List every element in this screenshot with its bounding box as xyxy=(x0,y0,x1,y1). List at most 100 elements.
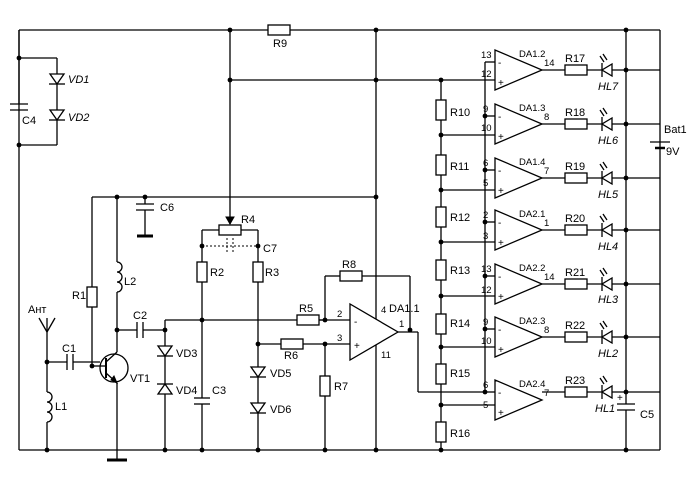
vt1-label: VT1 xyxy=(130,373,150,385)
led-supply-bus xyxy=(623,27,629,404)
vt1-transistor: VT1 xyxy=(99,351,150,462)
r10-label: R10 xyxy=(450,107,470,119)
hl1-label: HL1 xyxy=(595,403,615,415)
l1-label: L1 xyxy=(55,401,67,413)
da13-pin-minus: 9 xyxy=(483,104,488,115)
c6-label: C6 xyxy=(160,202,174,214)
vd5-label: VD5 xyxy=(270,368,291,380)
da14-pin-plus: 5 xyxy=(483,178,488,189)
r1-label: R1 xyxy=(72,290,86,302)
c2-capacitor: C2 xyxy=(114,310,165,338)
r4-label: R4 xyxy=(241,214,255,226)
r9-label: R9 xyxy=(273,38,287,50)
c1-label: C1 xyxy=(62,343,76,355)
da11-plus-sign: + xyxy=(354,341,360,352)
hl3-label: HL3 xyxy=(598,294,619,306)
r7-resistor: R7 xyxy=(319,344,348,450)
r12-label: R12 xyxy=(450,212,470,224)
da12-pin-out: 14 xyxy=(544,58,555,69)
c5-plus: + xyxy=(617,393,623,404)
r3-label: R3 xyxy=(265,267,279,279)
da13-minus: - xyxy=(498,112,501,123)
x376-bus xyxy=(373,27,379,450)
da21-pin-plus: 3 xyxy=(483,231,488,242)
da21-pin-out: 1 xyxy=(544,218,549,229)
r8-resistor: R8 xyxy=(324,259,411,330)
c4-label: C4 xyxy=(22,115,36,127)
comparator-da13: - + 9 10 8 DA1.3 xyxy=(481,103,549,145)
da23-pin-out: 8 xyxy=(544,325,549,336)
comparator-da24: - + 6 5 7 DA2.4 xyxy=(483,379,549,421)
da13-plus: + xyxy=(498,132,504,143)
da22-minus: - xyxy=(498,272,501,283)
c6-capacitor: C6 xyxy=(136,197,174,238)
comparator-da14: - + 6 5 7 DA1.4 xyxy=(483,157,549,199)
vd1-vd2-branch: VD1 VD2 xyxy=(16,55,89,148)
da21-plus: + xyxy=(498,238,504,249)
c5-capacitor: + C5 xyxy=(617,393,654,453)
da21-minus: - xyxy=(498,218,501,229)
r17-label: R17 xyxy=(565,53,585,65)
da12-plus: + xyxy=(498,78,504,89)
r4-potentiometer: R4 xyxy=(202,214,258,236)
da14-minus: - xyxy=(498,166,501,177)
da21-pin-minus: 2 xyxy=(483,210,488,221)
c7-label: C7 xyxy=(263,243,277,255)
c5-label: C5 xyxy=(640,409,654,421)
da23-pin-plus: 10 xyxy=(481,336,492,347)
r15-label: R15 xyxy=(450,368,470,380)
vd6-label: VD6 xyxy=(270,404,291,416)
c3-label: C3 xyxy=(212,385,226,397)
da23-pin-minus: 9 xyxy=(483,317,488,328)
da24-plus: + xyxy=(498,408,504,419)
da14-plus: + xyxy=(498,186,504,197)
r5-resistor: R5 xyxy=(296,303,350,326)
r14-label: R14 xyxy=(450,318,470,330)
da13-pin-plus: 10 xyxy=(481,123,492,134)
da11-pin1: 1 xyxy=(399,319,404,330)
c2-label: C2 xyxy=(133,310,147,322)
antenna-label: Ант xyxy=(28,304,46,316)
da14-pin-minus: 6 xyxy=(483,158,488,169)
feed-line-y197 xyxy=(92,194,376,200)
hl6-label: HL6 xyxy=(598,135,619,147)
da24-minus: - xyxy=(498,388,501,399)
battery-label: Bat1 xyxy=(664,124,687,136)
comparator-da21: - + 2 3 1 DA2.1 xyxy=(483,209,549,251)
r20-label: R20 xyxy=(565,213,585,225)
da23-plus: + xyxy=(498,345,504,356)
r19-label: R19 xyxy=(565,161,585,173)
hl5-label: HL5 xyxy=(598,189,619,201)
l2-label: L2 xyxy=(124,276,136,288)
da24-pin-out: 7 xyxy=(544,388,549,399)
r2-label: R2 xyxy=(210,267,224,279)
da14-pin-out: 7 xyxy=(544,166,549,177)
da12-pin-plus: 12 xyxy=(481,69,492,80)
comparator-da12: - + 13 12 14 DA1.2 xyxy=(481,49,555,91)
r18-label: R18 xyxy=(565,107,585,119)
c3-capacitor: C3 xyxy=(194,385,226,450)
da22-pin-plus: 12 xyxy=(481,285,492,296)
da12-label: DA1.2 xyxy=(519,49,545,60)
signal-bus xyxy=(482,61,495,395)
r21-label: R21 xyxy=(565,267,585,279)
vd2-label: VD2 xyxy=(68,112,89,124)
r6-label: R6 xyxy=(284,350,298,362)
r8-label: R8 xyxy=(342,259,356,271)
da24-pin-minus: 6 xyxy=(483,380,488,391)
hl4-label: HL4 xyxy=(598,241,618,253)
comparator-da22: - + 13 12 14 DA2.2 xyxy=(481,263,555,305)
da12-minus: - xyxy=(498,58,501,69)
da11-opamp: - + 2 3 4 11 1 DA1.1 xyxy=(337,302,485,393)
vd4-label: VD4 xyxy=(176,385,197,397)
da11-pin11: 11 xyxy=(381,350,391,361)
da22-pin-minus: 13 xyxy=(481,264,492,275)
output-stage: R17 R18 R19 R20 R21 R22 R23 HL7 HL6 HL5 … xyxy=(542,53,660,415)
comparator-da23: - + 9 10 8 DA2.3 xyxy=(481,316,549,358)
vd1-label: VD1 xyxy=(68,74,89,86)
da11-label: DA1.1 xyxy=(389,303,420,315)
da11-minus-sign: - xyxy=(354,317,357,328)
da14-label: DA1.4 xyxy=(519,157,545,168)
